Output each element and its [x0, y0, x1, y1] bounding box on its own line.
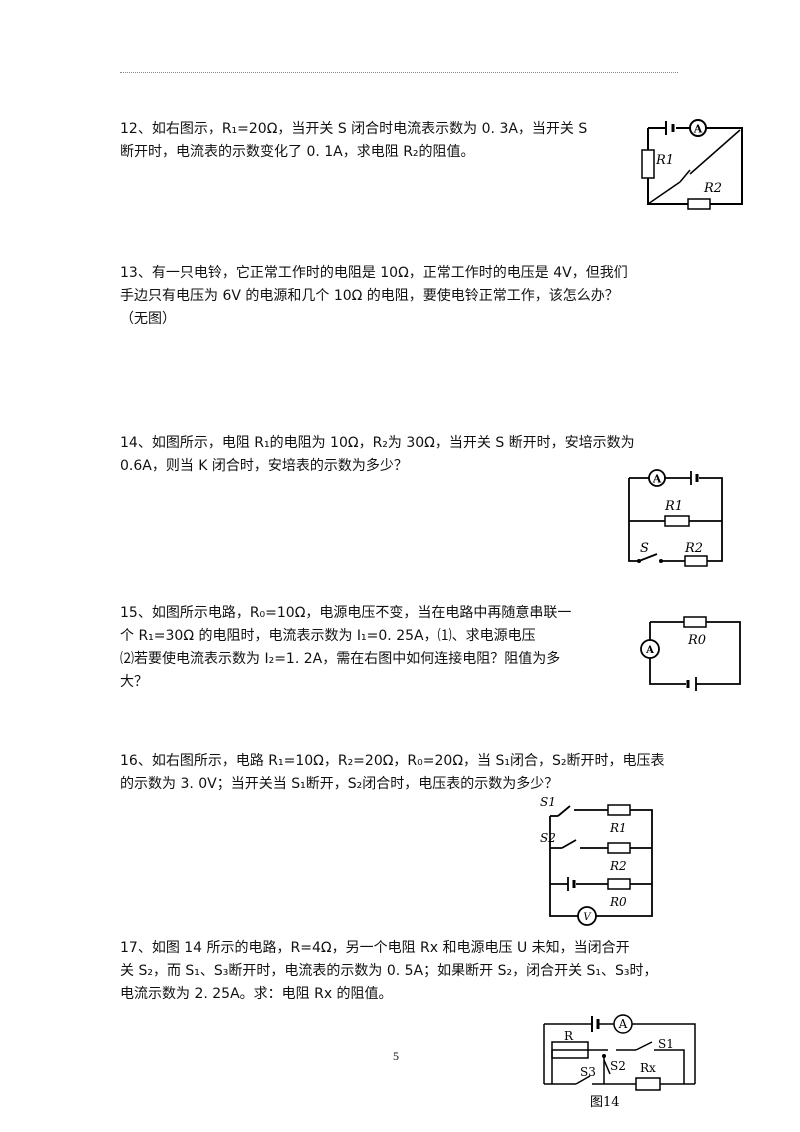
problem-14: 14、如图所示，电阻 R₁的电阻为 10Ω，R₂为 30Ω，当开关 S 断开时，…: [120, 432, 635, 478]
switch-icon: [679, 169, 691, 183]
switch-icon: [557, 805, 571, 817]
problem-line: 关 S₂，而 S₁、S₃断开时，电流表的示数为 0. 5A；如果断开 S₂，闭合…: [120, 963, 658, 979]
r1-label: R1: [655, 153, 674, 168]
problem-line: 个 R₁=30Ω 的电阻时，电流表示数为 I₁=0. 25A，⑴、求电源电压: [120, 628, 536, 644]
r0-label: R0: [687, 633, 706, 648]
problem-16: 16、如右图所示，电路 R₁=10Ω，R₂=20Ω，R₀=20Ω，当 S₁闭合，…: [120, 750, 664, 796]
switch-icon: [603, 1059, 611, 1075]
circuit-wire: [549, 816, 653, 917]
problem-line: （无图）: [120, 311, 176, 327]
resistor-r0: [683, 616, 707, 628]
ammeter-label: A: [652, 473, 662, 486]
resistor-r0: [607, 878, 631, 890]
ammeter-icon: [689, 119, 707, 137]
r-label: R: [564, 1029, 574, 1043]
problem-line: 0.6A，则当 K 闭合时，安培表的示数为多少？: [120, 458, 408, 474]
circuit-wire: [628, 477, 723, 562]
problem-line: 14、如图所示，电阻 R₁的电阻为 10Ω，R₂为 30Ω，当开关 S 断开时，…: [120, 435, 635, 451]
circuit-wire: [647, 181, 681, 205]
header-rule: [120, 72, 678, 73]
problem-line: 的示数为 3. 0V；当开关当 S₁断开，S₂闭合时，电压表的示数为多少？: [120, 776, 559, 792]
problem-15: 15、如图所示电路，R₀=10Ω，电源电压不变，当在电路中再随意串联一 个 R₁…: [120, 602, 571, 694]
ammeter-icon: [648, 469, 666, 487]
resistor-rx: [635, 1077, 661, 1091]
voltmeter-label: V: [583, 912, 592, 923]
circuit-diagram-14: A R1 S R2: [625, 466, 725, 570]
problem-line: ⑵若要使电流表示数为 I₂=1. 2A，需在右图中如何连接电阻？阻值为多: [120, 651, 561, 667]
r0-label: R0: [609, 895, 627, 909]
s1-label: S1: [540, 795, 556, 809]
circuit-diagram-15: A R0: [636, 614, 744, 691]
voltmeter-icon: [577, 906, 597, 926]
s1-label: S1: [658, 1037, 674, 1051]
ammeter-label: A: [645, 645, 654, 656]
resistor-r1: [607, 804, 631, 816]
resistor-r1: [664, 515, 690, 527]
problem-line: 12、如右图示，R₁=20Ω，当开关 S 闭合时电流表示数为 0. 3A，当开关…: [120, 121, 588, 137]
switch-contact: [659, 559, 663, 563]
ammeter-label: A: [618, 1017, 628, 1031]
problem-line: 13、有一只电铃，它正常工作时的电阻是 10Ω，正常工作时的电压是 4V，但我们: [120, 265, 628, 281]
circuit-wire: [574, 809, 653, 816]
switch-icon: [638, 553, 658, 562]
problem-line: 大？: [120, 674, 148, 690]
problem-line: 电流示数为 2. 25A。求：电阻 Rx 的阻值。: [120, 986, 393, 1002]
resistor-r: [551, 1041, 589, 1059]
resistor-r2: [687, 198, 711, 210]
s2-label: S2: [540, 831, 556, 845]
rx-label: Rx: [640, 1061, 656, 1075]
problem-13: 13、有一只电铃，它正常工作时的电阻是 10Ω，正常工作时的电压是 4V，但我们…: [120, 262, 628, 331]
problem-line: 断开时，电流表的示数变化了 0. 1A，求电阻 R₂的阻值。: [120, 144, 475, 160]
ammeter-icon: [640, 639, 660, 659]
resistor-r2: [607, 842, 631, 854]
r2-label: R2: [609, 859, 627, 873]
problem-line: 15、如图所示电路，R₀=10Ω，电源电压不变，当在电路中再随意串联一: [120, 605, 572, 621]
problem-line: 17、如图 14 所示的电路，R=4Ω，另一个电阻 Rx 和电源电压 U 未知，…: [120, 940, 630, 956]
ammeter-label: A: [693, 123, 703, 136]
problem-line: 手边只有电压为 6V 的电源和几个 10Ω 的电阻，要使电铃正常工作，该怎么办？: [120, 288, 619, 304]
r1-label: R1: [609, 821, 627, 835]
resistor-r1: [641, 149, 655, 179]
switch-icon: [561, 839, 577, 849]
r2-label: R2: [684, 541, 703, 556]
circuit-diagram-17: A R S1 S2 S3 Rx 图14: [540, 1012, 700, 1118]
problem-17: 17、如图 14 所示的电路，R=4Ω，另一个电阻 Rx 和电源电压 U 未知，…: [120, 937, 658, 1006]
switch-icon: [635, 1041, 653, 1051]
switch-contact: [637, 559, 641, 563]
problem-line: 16、如右图所示，电路 R₁=10Ω，R₂=20Ω，R₀=20Ω，当 S₁闭合，…: [120, 753, 665, 769]
resistor-r2: [684, 555, 708, 567]
problem-12: 12、如右图示，R₁=20Ω，当开关 S 闭合时电流表示数为 0. 3A，当开关…: [120, 118, 587, 164]
r1-label: R1: [664, 499, 683, 514]
ammeter-icon: [613, 1014, 633, 1034]
r2-label: R2: [703, 181, 722, 196]
figure-caption: 图14: [590, 1095, 620, 1110]
circuit-diagram-12: A R1 R2: [640, 116, 750, 212]
circuit-diagram-16: S1 S2 R1 R2 R0 V: [540, 794, 660, 926]
s2-label: S2: [610, 1059, 626, 1073]
switch-label: S: [640, 541, 649, 556]
circuit-wire: [649, 621, 741, 685]
s3-label: S3: [580, 1065, 596, 1079]
circuit-wire: [647, 127, 743, 205]
junction-dot: [602, 1054, 606, 1058]
circuit-wire: [552, 1049, 685, 1084]
switch-icon: [575, 1075, 591, 1085]
circuit-wire: [543, 1023, 696, 1084]
circuit-wire: [689, 129, 741, 175]
page-number: 5: [393, 1049, 399, 1063]
